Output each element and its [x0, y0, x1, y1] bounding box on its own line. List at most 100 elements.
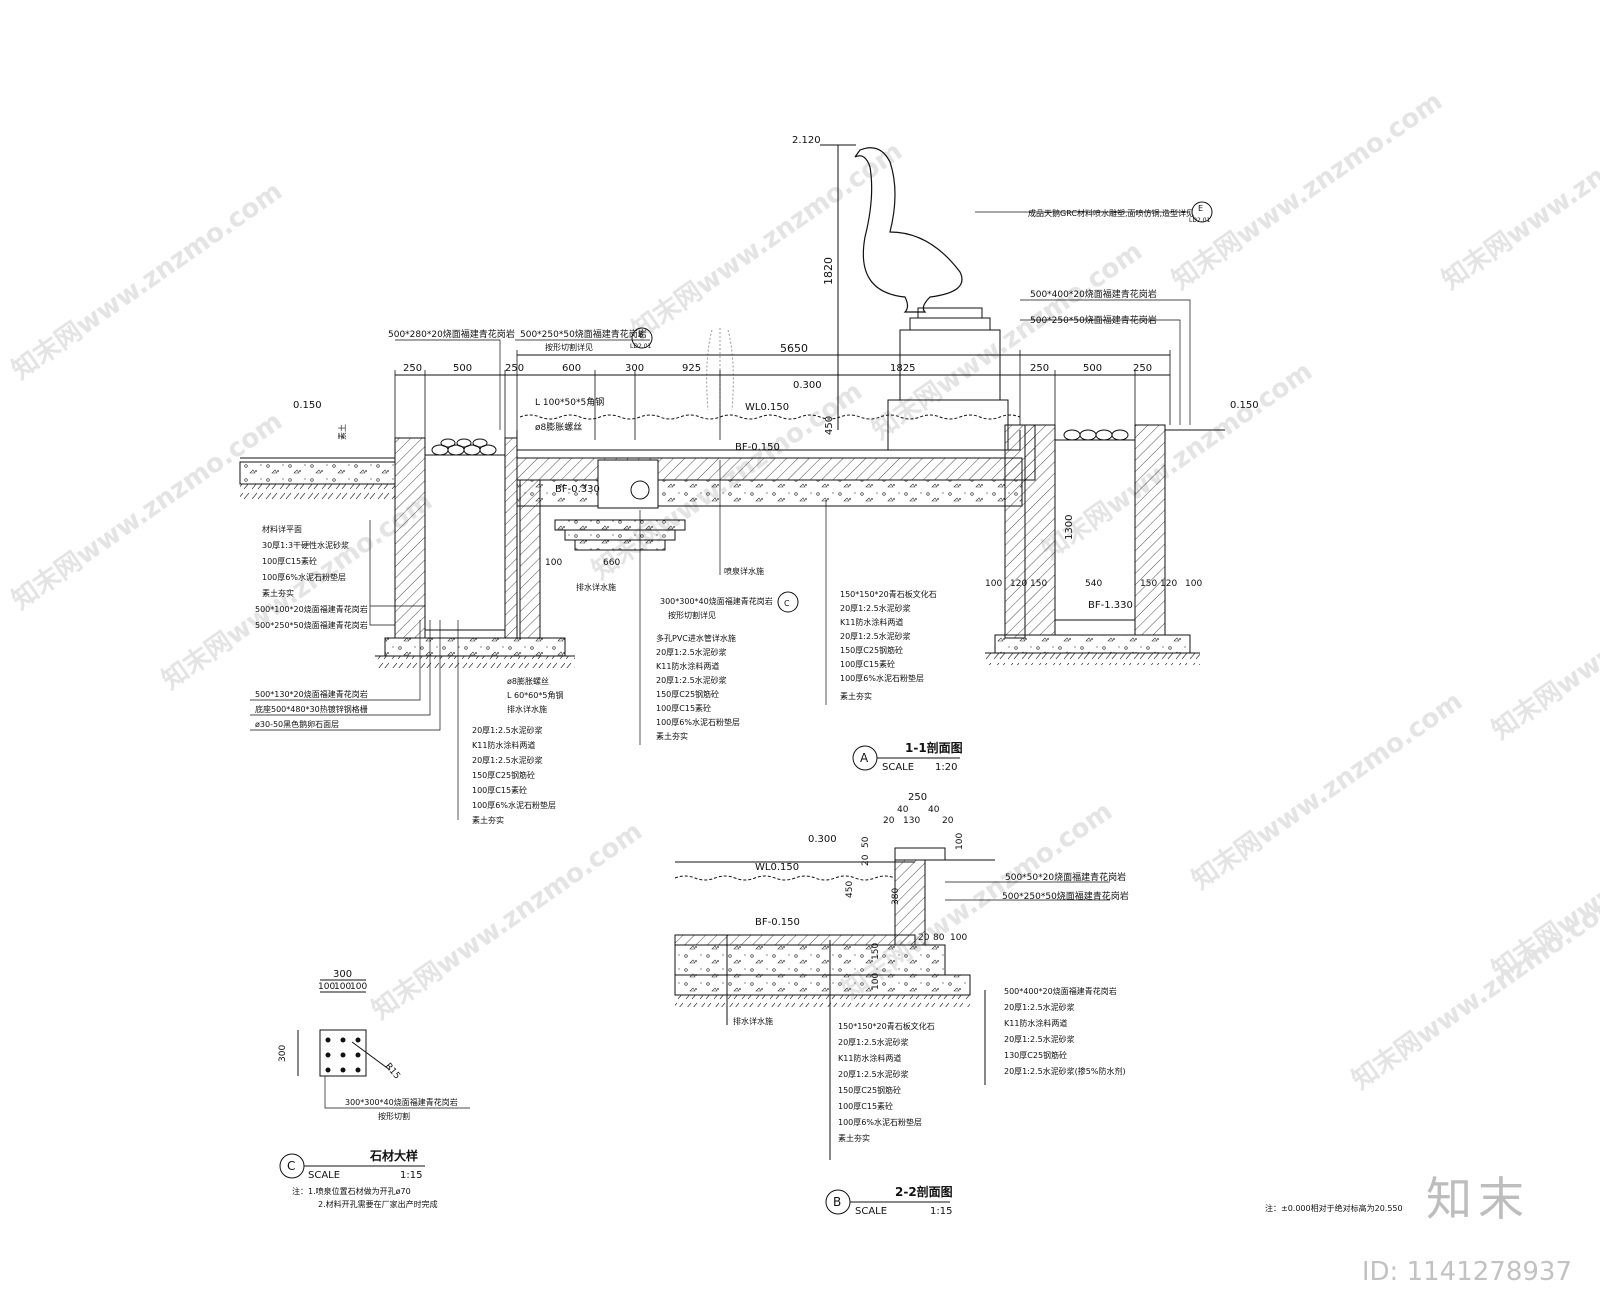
watermark-text: 知末网www.znzmo.com — [1187, 686, 1468, 895]
section-a-symbol: A — [860, 751, 869, 765]
left-layer-notes: 20厚1:2.5水泥砂浆 K11防水涂料两道 20厚1:2.5水泥砂浆 150厚… — [472, 725, 556, 825]
svg-text:SCALE: SCALE — [308, 1170, 340, 1181]
section-c-title: 石材大样 — [369, 1148, 418, 1163]
svg-text:素土夯实: 素土夯实 — [656, 731, 688, 741]
svg-text:500*250*50烧面福建青花岗岩: 500*250*50烧面福建青花岗岩 — [1002, 890, 1129, 902]
svg-text:WL0.150: WL0.150 — [755, 862, 799, 873]
svg-text:500*250*50烧面福建青花岗岩: 500*250*50烧面福建青花岗岩 — [255, 620, 368, 630]
watermark-text: 知末网www.znzmo.com — [1437, 86, 1600, 295]
footnote: 注：±0.000相对于绝对标高为20.550 — [1265, 1203, 1403, 1213]
watermark-text: 知末网www.znzmo.com — [367, 816, 648, 1025]
svg-text:250: 250 — [403, 363, 422, 374]
right-layer-notes: 150*150*20青石板文化石 20厚1:2.5水泥砂浆 K11防水涂料两道 … — [840, 589, 937, 701]
svg-text:素土夯实: 素土夯实 — [840, 691, 872, 701]
svg-text:500*130*20烧面福建青花岗岩: 500*130*20烧面福建青花岗岩 — [255, 689, 368, 699]
bottom-left-notes: 500*130*20烧面福建青花岗岩 底座500*480*30热镀锌钢格栅 ø3… — [255, 689, 368, 729]
svg-text:K11防水涂料两道: K11防水涂料两道 — [656, 661, 719, 671]
elev-pool: 0.300 — [793, 380, 822, 391]
pebbles-right — [1063, 429, 1129, 441]
svg-text:K11防水涂料两道: K11防水涂料两道 — [840, 617, 903, 627]
top-dims: 250 500 250 600 300 925 1825 250 500 250 — [403, 363, 1152, 374]
svg-text:300: 300 — [278, 1045, 288, 1062]
svg-text:80: 80 — [933, 933, 945, 943]
height-450: 450 — [824, 416, 835, 435]
svg-text:150厚C25钢筋砼: 150厚C25钢筋砼 — [472, 770, 535, 780]
watermark-text: 知末网www.znzmo.com — [1167, 86, 1448, 295]
watermark-text: 知末网www.znzmo.com — [1487, 776, 1600, 985]
svg-text:20厚1:2.5水泥砂浆: 20厚1:2.5水泥砂浆 — [1004, 1034, 1075, 1044]
pebbles-left — [431, 438, 497, 456]
svg-text:130厚C25钢筋砼: 130厚C25钢筋砼 — [1004, 1050, 1067, 1060]
svg-text:540: 540 — [1085, 579, 1102, 589]
watermark-text: 知末网www.znzmo.com — [627, 136, 908, 345]
svg-text:50: 50 — [861, 836, 871, 848]
height-1820: 1820 — [822, 257, 835, 285]
mid-layer-notes: 多孔PVC进水管详水施 20厚1:2.5水泥砂浆 K11防水涂料两道 20厚1:… — [656, 633, 740, 741]
svg-text:20: 20 — [883, 816, 895, 826]
svg-text:150: 150 — [1030, 579, 1047, 589]
svg-text:SCALE: SCALE — [855, 1206, 887, 1217]
svg-text:材料详平面: 材料详平面 — [262, 524, 302, 534]
mid-notes: ø8膨胀螺丝 L 60*60*5角钢 排水详水施 排水详水施 喷泉详水施 — [507, 566, 764, 714]
svg-text:100厚6%水泥石粉垫层: 100厚6%水泥石粉垫层 — [838, 1117, 922, 1127]
svg-text:20厚1:2.5水泥砂浆: 20厚1:2.5水泥砂浆 — [656, 647, 727, 657]
svg-text:20: 20 — [918, 933, 930, 943]
svg-text:2.材料开孔需要在厂家出产时完成: 2.材料开孔需要在厂家出产时完成 — [318, 1199, 438, 1209]
svg-text:40: 40 — [928, 805, 940, 815]
bottom-floor: BF-0.150 — [735, 442, 780, 453]
svg-text:100: 100 — [334, 982, 351, 992]
svg-text:SCALE: SCALE — [882, 762, 914, 773]
section-b-right-notes: 500*400*20烧面福建青花岗岩 20厚1:2.5水泥砂浆 K11防水涂料两… — [1004, 986, 1126, 1076]
svg-text:100厚6%水泥石粉垫层: 100厚6%水泥石粉垫层 — [656, 717, 740, 727]
left-notes: 材料详平面 30厚1:3干硬性水泥砂浆 100厚C15素砼 100厚6%水泥石粉… — [255, 524, 368, 630]
svg-text:150*150*20青石板文化石: 150*150*20青石板文化石 — [838, 1021, 935, 1031]
right-sub-dims: 100 120 150 540 150 120 100 — [985, 579, 1202, 589]
svg-text:注：1.喷泉位置石材做为开孔ø70: 注：1.喷泉位置石材做为开孔ø70 — [292, 1186, 411, 1196]
svg-text:ø30-50黑色鹅卵石面层: ø30-50黑色鹅卵石面层 — [255, 719, 339, 729]
svg-text:500: 500 — [453, 363, 472, 374]
svg-text:250: 250 — [908, 792, 927, 803]
svg-text:L 60*60*5角钢: L 60*60*5角钢 — [507, 690, 563, 700]
svg-text:250: 250 — [505, 363, 524, 374]
svg-text:20: 20 — [942, 816, 954, 826]
svg-text:500*250*50烧面福建青花岗岩: 500*250*50烧面福建青花岗岩 — [520, 328, 647, 340]
section-a-title: 1-1剖面图 — [905, 740, 963, 755]
svg-text:100: 100 — [350, 982, 367, 992]
svg-text:600: 600 — [562, 363, 581, 374]
section-b-labels: 0.300 WL0.150 BF-0.150 250 20 40 130 40 … — [733, 792, 1129, 1217]
svg-text:ø8膨胀螺丝: ø8膨胀螺丝 — [507, 676, 549, 686]
svg-text:底座500*480*30热镀锌钢格栅: 底座500*480*30热镀锌钢格栅 — [255, 704, 368, 714]
water-level: WL0.150 — [745, 402, 789, 413]
svg-text:20厚1:2.5水泥砂浆: 20厚1:2.5水泥砂浆 — [472, 725, 543, 735]
bottom-floor-2: BF-0.330 — [555, 484, 600, 495]
svg-text:100厚6%水泥石粉垫层: 100厚6%水泥石粉垫层 — [472, 800, 556, 810]
svg-text:排水详水施: 排水详水施 — [576, 582, 616, 592]
svg-text:120: 120 — [1010, 579, 1027, 589]
svg-text:500*400*20烧面福建青花岗岩: 500*400*20烧面福建青花岗岩 — [1030, 288, 1157, 300]
svg-text:LD2.01: LD2.01 — [1189, 217, 1211, 224]
svg-text:380: 380 — [891, 888, 901, 905]
svg-text:300: 300 — [625, 363, 644, 374]
svg-text:100: 100 — [545, 558, 562, 568]
svg-text:K11防水涂料两道: K11防水涂料两道 — [1004, 1018, 1067, 1028]
svg-text:100: 100 — [950, 933, 967, 943]
section-b-layer-notes: 150*150*20青石板文化石 20厚1:2.5水泥砂浆 K11防水涂料两道 … — [838, 1021, 935, 1143]
svg-text:C: C — [784, 599, 790, 608]
svg-text:100: 100 — [955, 833, 965, 850]
svg-text:20厚1:2.5水泥砂浆: 20厚1:2.5水泥砂浆 — [472, 755, 543, 765]
svg-text:100: 100 — [1185, 579, 1202, 589]
svg-text:B: B — [638, 330, 644, 339]
svg-text:150厚C25钢筋砼: 150厚C25钢筋砼 — [838, 1085, 901, 1095]
sculpture-note: 成品天鹅GRC材料喷水雕塑,面喷仿铜,造型详见 — [1028, 208, 1194, 218]
svg-text:K11防水涂料两道: K11防水涂料两道 — [472, 740, 535, 750]
section-b-title: 2-2剖面图 — [895, 1184, 953, 1199]
svg-text:按形切割详见: 按形切割详见 — [545, 342, 593, 352]
brand-logo: 知末 — [1426, 1172, 1530, 1226]
svg-text:多孔PVC进水管详水施: 多孔PVC进水管详水施 — [656, 633, 736, 643]
svg-text:30厚1:3干硬性水泥砂浆: 30厚1:3干硬性水泥砂浆 — [262, 540, 349, 550]
bottom-floor-3: BF-1.330 — [1088, 600, 1133, 611]
svg-text:LD2.01: LD2.01 — [630, 343, 652, 350]
svg-text:925: 925 — [682, 363, 701, 374]
svg-text:100厚C15素砼: 100厚C15素砼 — [838, 1101, 893, 1111]
